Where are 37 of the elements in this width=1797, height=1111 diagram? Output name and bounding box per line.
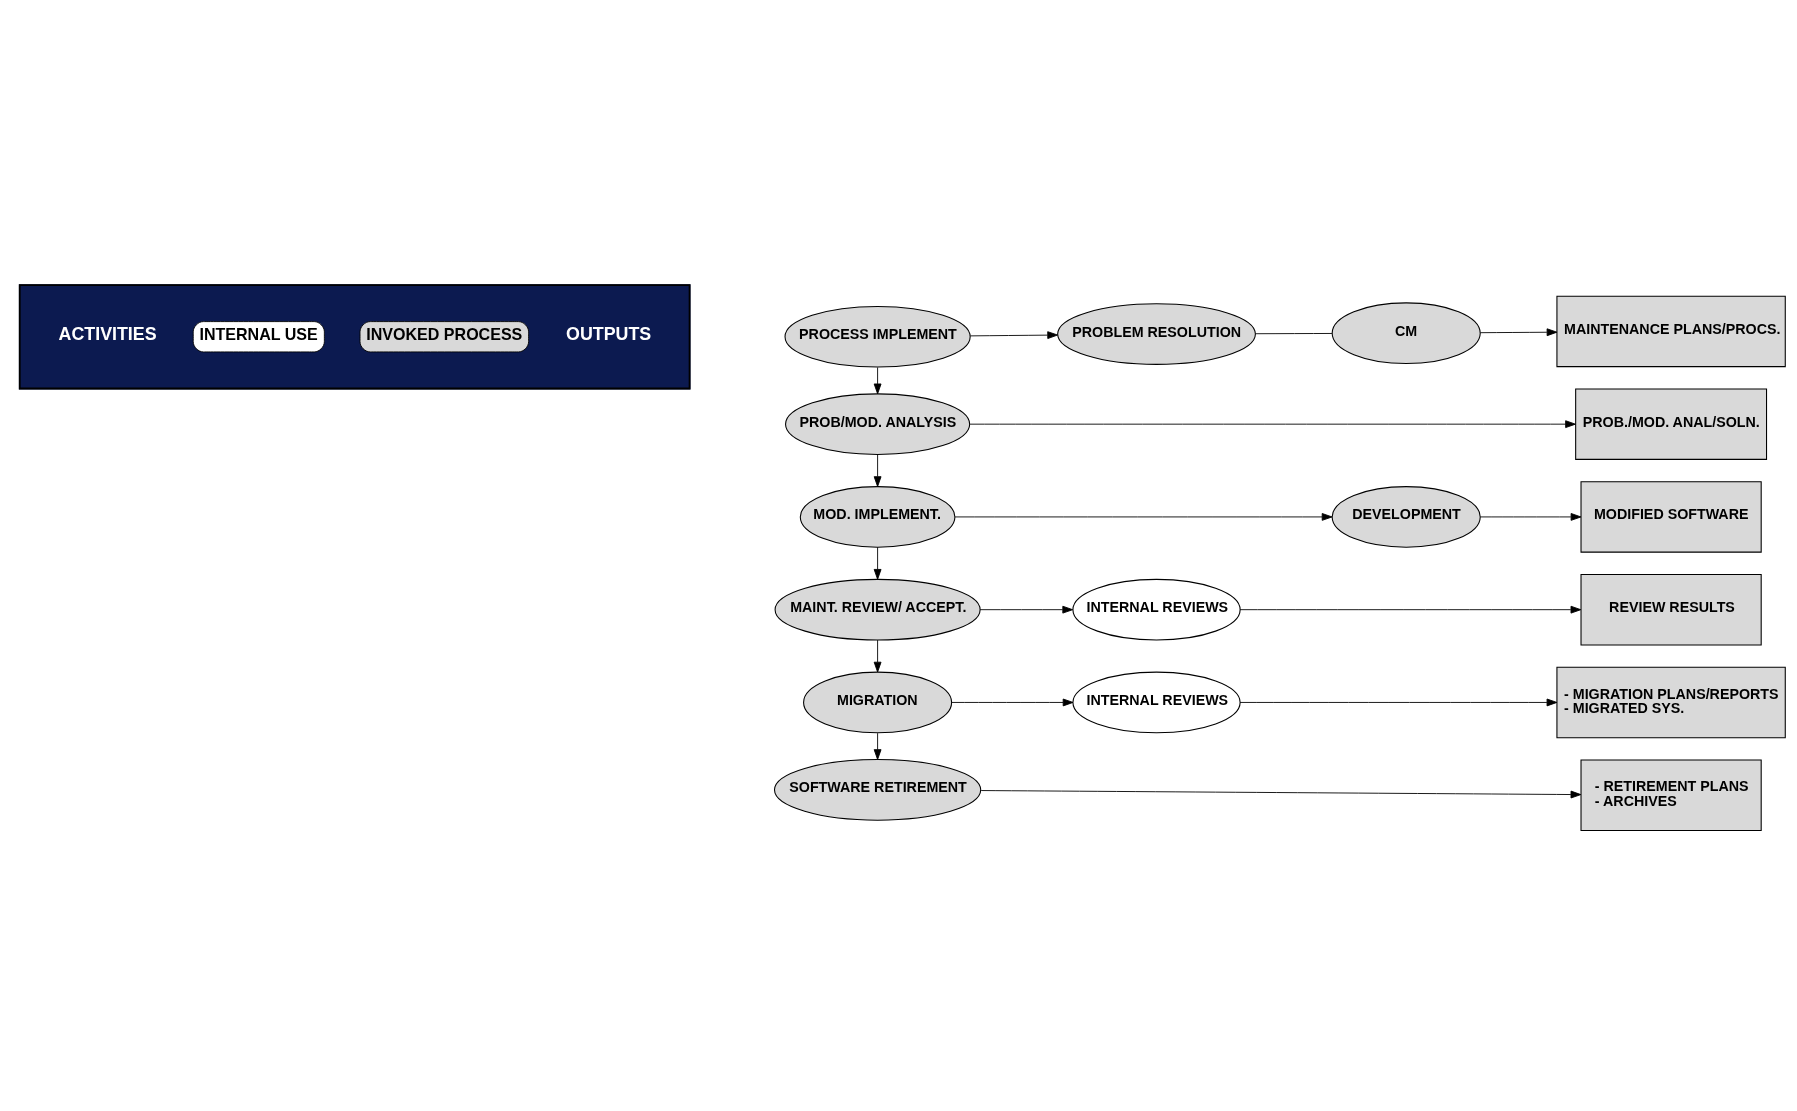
node-ellipse: DEVELOPMENT [1331, 486, 1481, 548]
legend-label: INVOKED PROCESS [366, 324, 523, 343]
node-box: - MIGRATION PLANS/REPORTS - MIGRATED SYS. [1556, 666, 1786, 739]
arrow [951, 698, 1074, 707]
node-ellipse: MOD. IMPLEMENT. [799, 486, 956, 548]
arrow [873, 367, 882, 395]
node-ellipse: PROB/MOD. ANALYSIS [785, 393, 971, 456]
legend-label: INTERNAL USE [199, 324, 318, 343]
node-box: - RETIREMENT PLANS - ARCHIVES [1580, 759, 1762, 831]
node-ellipse: PROBLEM RESOLUTION [1057, 303, 1256, 365]
arrow [1479, 328, 1558, 337]
arrow [873, 639, 882, 673]
node-ellipse: INTERNAL REVIEWS [1072, 671, 1241, 734]
arrow [954, 513, 1333, 521]
node-ellipse: SOFTWARE RETIREMENT [773, 759, 982, 821]
node-box: MAINTENANCE PLANS/PROCS. [1556, 295, 1786, 368]
node-ellipse: MAINT. REVIEW/ ACCEPT. [774, 578, 981, 641]
node-box: MODIFIED SOFTWARE [1580, 481, 1762, 553]
node-box: PROB./MOD. ANAL/SOLN. [1575, 388, 1768, 460]
arrow [873, 732, 882, 760]
node-ellipse: INTERNAL REVIEWS [1072, 578, 1241, 641]
arrow [873, 546, 882, 580]
label: ACTIVITIES [58, 324, 157, 345]
arrow [979, 605, 1074, 614]
node-ellipse: CM [1331, 302, 1481, 365]
connector [1255, 333, 1333, 335]
arrow [1479, 513, 1582, 521]
arrow [969, 420, 1576, 429]
arrow [1239, 605, 1582, 614]
arrow [1239, 698, 1558, 707]
arrow [873, 454, 882, 487]
node-box: REVIEW RESULTS [1580, 573, 1762, 646]
arrow [969, 331, 1058, 339]
node-ellipse: PROCESS IMPLEMENT [784, 305, 971, 368]
label: OUTPUTS [566, 324, 652, 345]
arrow [980, 790, 1582, 799]
node-ellipse: MIGRATION [803, 671, 953, 734]
